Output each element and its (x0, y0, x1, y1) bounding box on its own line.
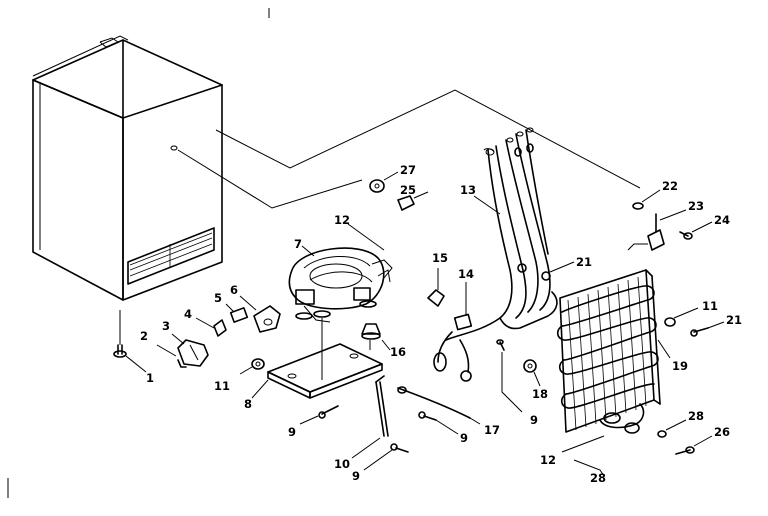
part-21-screw-right (690, 321, 725, 337)
part-17-drain-tube (397, 386, 481, 425)
callout-9-c: 9 (460, 431, 468, 445)
part-5-overload (225, 303, 249, 323)
callout-26: 26 (714, 425, 730, 439)
part-19-condenser (556, 269, 671, 434)
callout-9-b: 9 (352, 469, 360, 483)
callout-labels: 1 2 3 4 5 6 7 8 9 9 9 9 10 11 11 12 12 1… (140, 163, 742, 485)
callout-16: 16 (390, 345, 406, 359)
part-11-grommet-left (239, 358, 265, 375)
callout-12-lower: 12 (540, 453, 556, 467)
callout-18: 18 (532, 387, 548, 401)
callout-9-d: 9 (530, 413, 538, 427)
part-9-screw-b (363, 443, 409, 471)
callout-3: 3 (162, 319, 170, 333)
part-10-brace-rod (351, 375, 389, 459)
callout-24: 24 (714, 213, 730, 227)
part-23-bracket (627, 209, 687, 251)
callout-28-lower: 28 (590, 471, 606, 485)
callout-5: 5 (214, 291, 222, 305)
callout-9-a: 9 (288, 425, 296, 439)
part-11-grommet-right (664, 307, 699, 327)
callout-14: 14 (458, 267, 474, 281)
callout-11-left: 11 (214, 379, 230, 393)
callout-7: 7 (294, 237, 302, 251)
part-3-relay-cover (156, 333, 209, 368)
callout-4: 4 (184, 307, 192, 321)
cabinet (32, 35, 223, 301)
callout-15: 15 (432, 251, 448, 265)
part-22-washer (632, 189, 661, 210)
callout-17: 17 (484, 423, 500, 437)
callout-25: 25 (400, 183, 416, 197)
part-26-screw (675, 435, 713, 455)
part-25-plug (397, 191, 429, 211)
part-16-spacer (361, 323, 391, 351)
leader-cabinet-to-condenser (215, 89, 641, 189)
callout-12-upper: 12 (334, 213, 350, 227)
part-8-mounting-bracket (251, 318, 383, 399)
part-6-relay (239, 295, 281, 333)
part-1-leveling-leg (113, 310, 147, 373)
callout-1: 1 (146, 371, 154, 385)
part-15-clip (427, 268, 445, 307)
callout-8: 8 (244, 397, 252, 411)
part-12-tubing-lower (561, 435, 605, 477)
part-4-clip (195, 317, 227, 337)
part-18-grommet (523, 359, 541, 387)
callout-28-upper: 28 (688, 409, 704, 423)
callout-10: 10 (334, 457, 350, 471)
callout-2: 2 (140, 329, 148, 343)
callout-11-right: 11 (702, 299, 718, 313)
callout-6: 6 (230, 283, 238, 297)
callout-22: 22 (662, 179, 678, 193)
part-28-washer (657, 419, 687, 438)
part-24-screw (679, 221, 713, 240)
callout-21-upper: 21 (576, 255, 592, 269)
part-9-screw-a (299, 405, 339, 425)
part-13-wiring-harness (433, 127, 575, 382)
part-7-compressor (288, 223, 393, 320)
part-27-grommet (369, 171, 399, 193)
part-9-screw-d (496, 339, 523, 413)
callout-27: 27 (400, 163, 416, 177)
tubing-a (303, 305, 331, 323)
callout-23: 23 (688, 199, 704, 213)
callout-19: 19 (672, 359, 688, 373)
part-9-screw-c (418, 411, 459, 435)
callout-13: 13 (460, 183, 476, 197)
leader-cabinet-to-grommet (177, 149, 363, 209)
callout-21-right: 21 (726, 313, 742, 327)
